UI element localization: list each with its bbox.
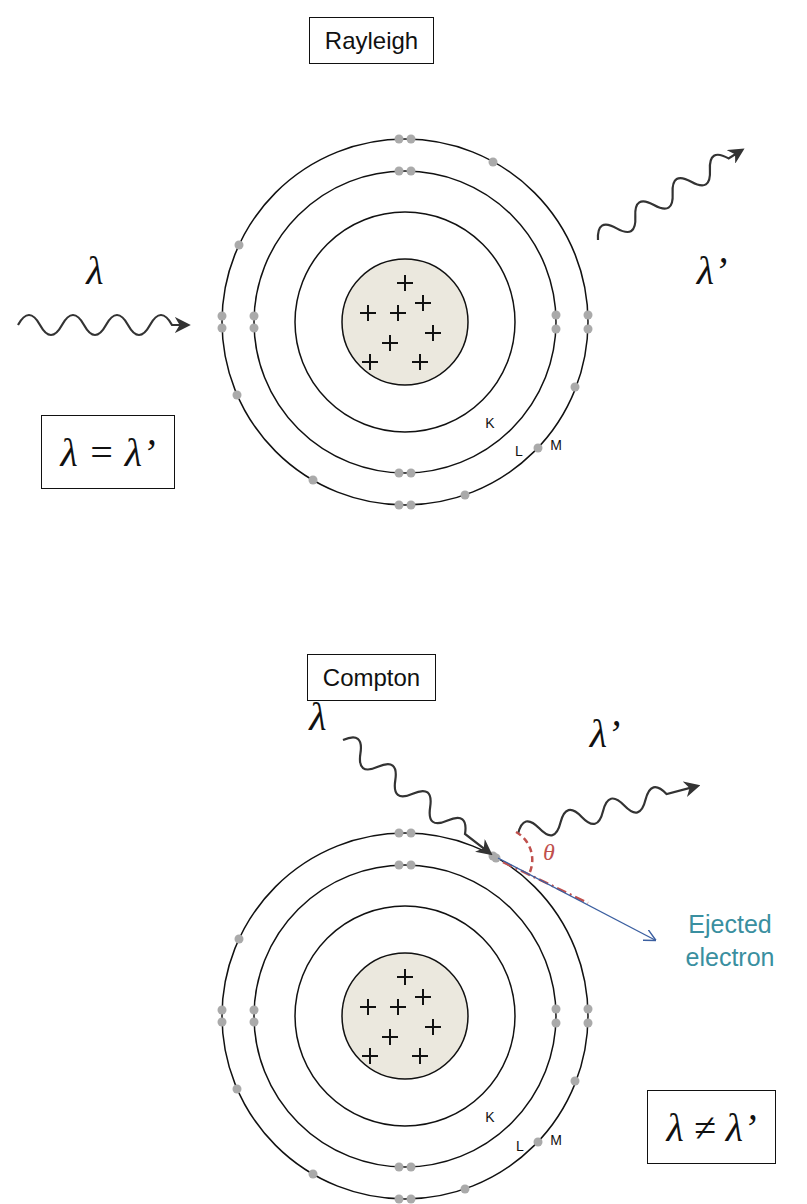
scattered-wave <box>593 142 746 248</box>
equation-box: λ = λ’ <box>41 415 175 489</box>
wavelength-label: λ <box>86 247 103 294</box>
electron-label: Ejected electron <box>665 908 795 973</box>
box-text: Rayleigh <box>325 27 418 55</box>
box-text: Compton <box>323 664 420 692</box>
shell-label: M <box>550 1132 562 1148</box>
angle-label: θ <box>543 839 555 866</box>
shell-label: K <box>485 1109 494 1125</box>
box-text: λ ≠ λ’ <box>667 1104 757 1151</box>
box-text: λ = λ’ <box>61 429 156 476</box>
wavelength-label: λ’ <box>590 710 621 757</box>
atom-rayleigh <box>218 135 593 510</box>
incident-wave <box>337 732 495 860</box>
atom-compton <box>218 829 593 1204</box>
angle-arc <box>516 832 532 874</box>
electron-arrow <box>498 858 655 940</box>
scattered-wave <box>515 777 698 844</box>
shell-label: L <box>515 443 523 459</box>
shell-label: L <box>516 1138 524 1154</box>
wavelength-label: λ <box>309 693 326 740</box>
equation-box: λ ≠ λ’ <box>647 1090 776 1164</box>
shell-label: K <box>485 415 494 431</box>
wavelength-label: λ’ <box>697 247 728 294</box>
title-box: Rayleigh <box>309 17 434 64</box>
shell-label: M <box>550 437 562 453</box>
incident-wave <box>18 315 186 335</box>
